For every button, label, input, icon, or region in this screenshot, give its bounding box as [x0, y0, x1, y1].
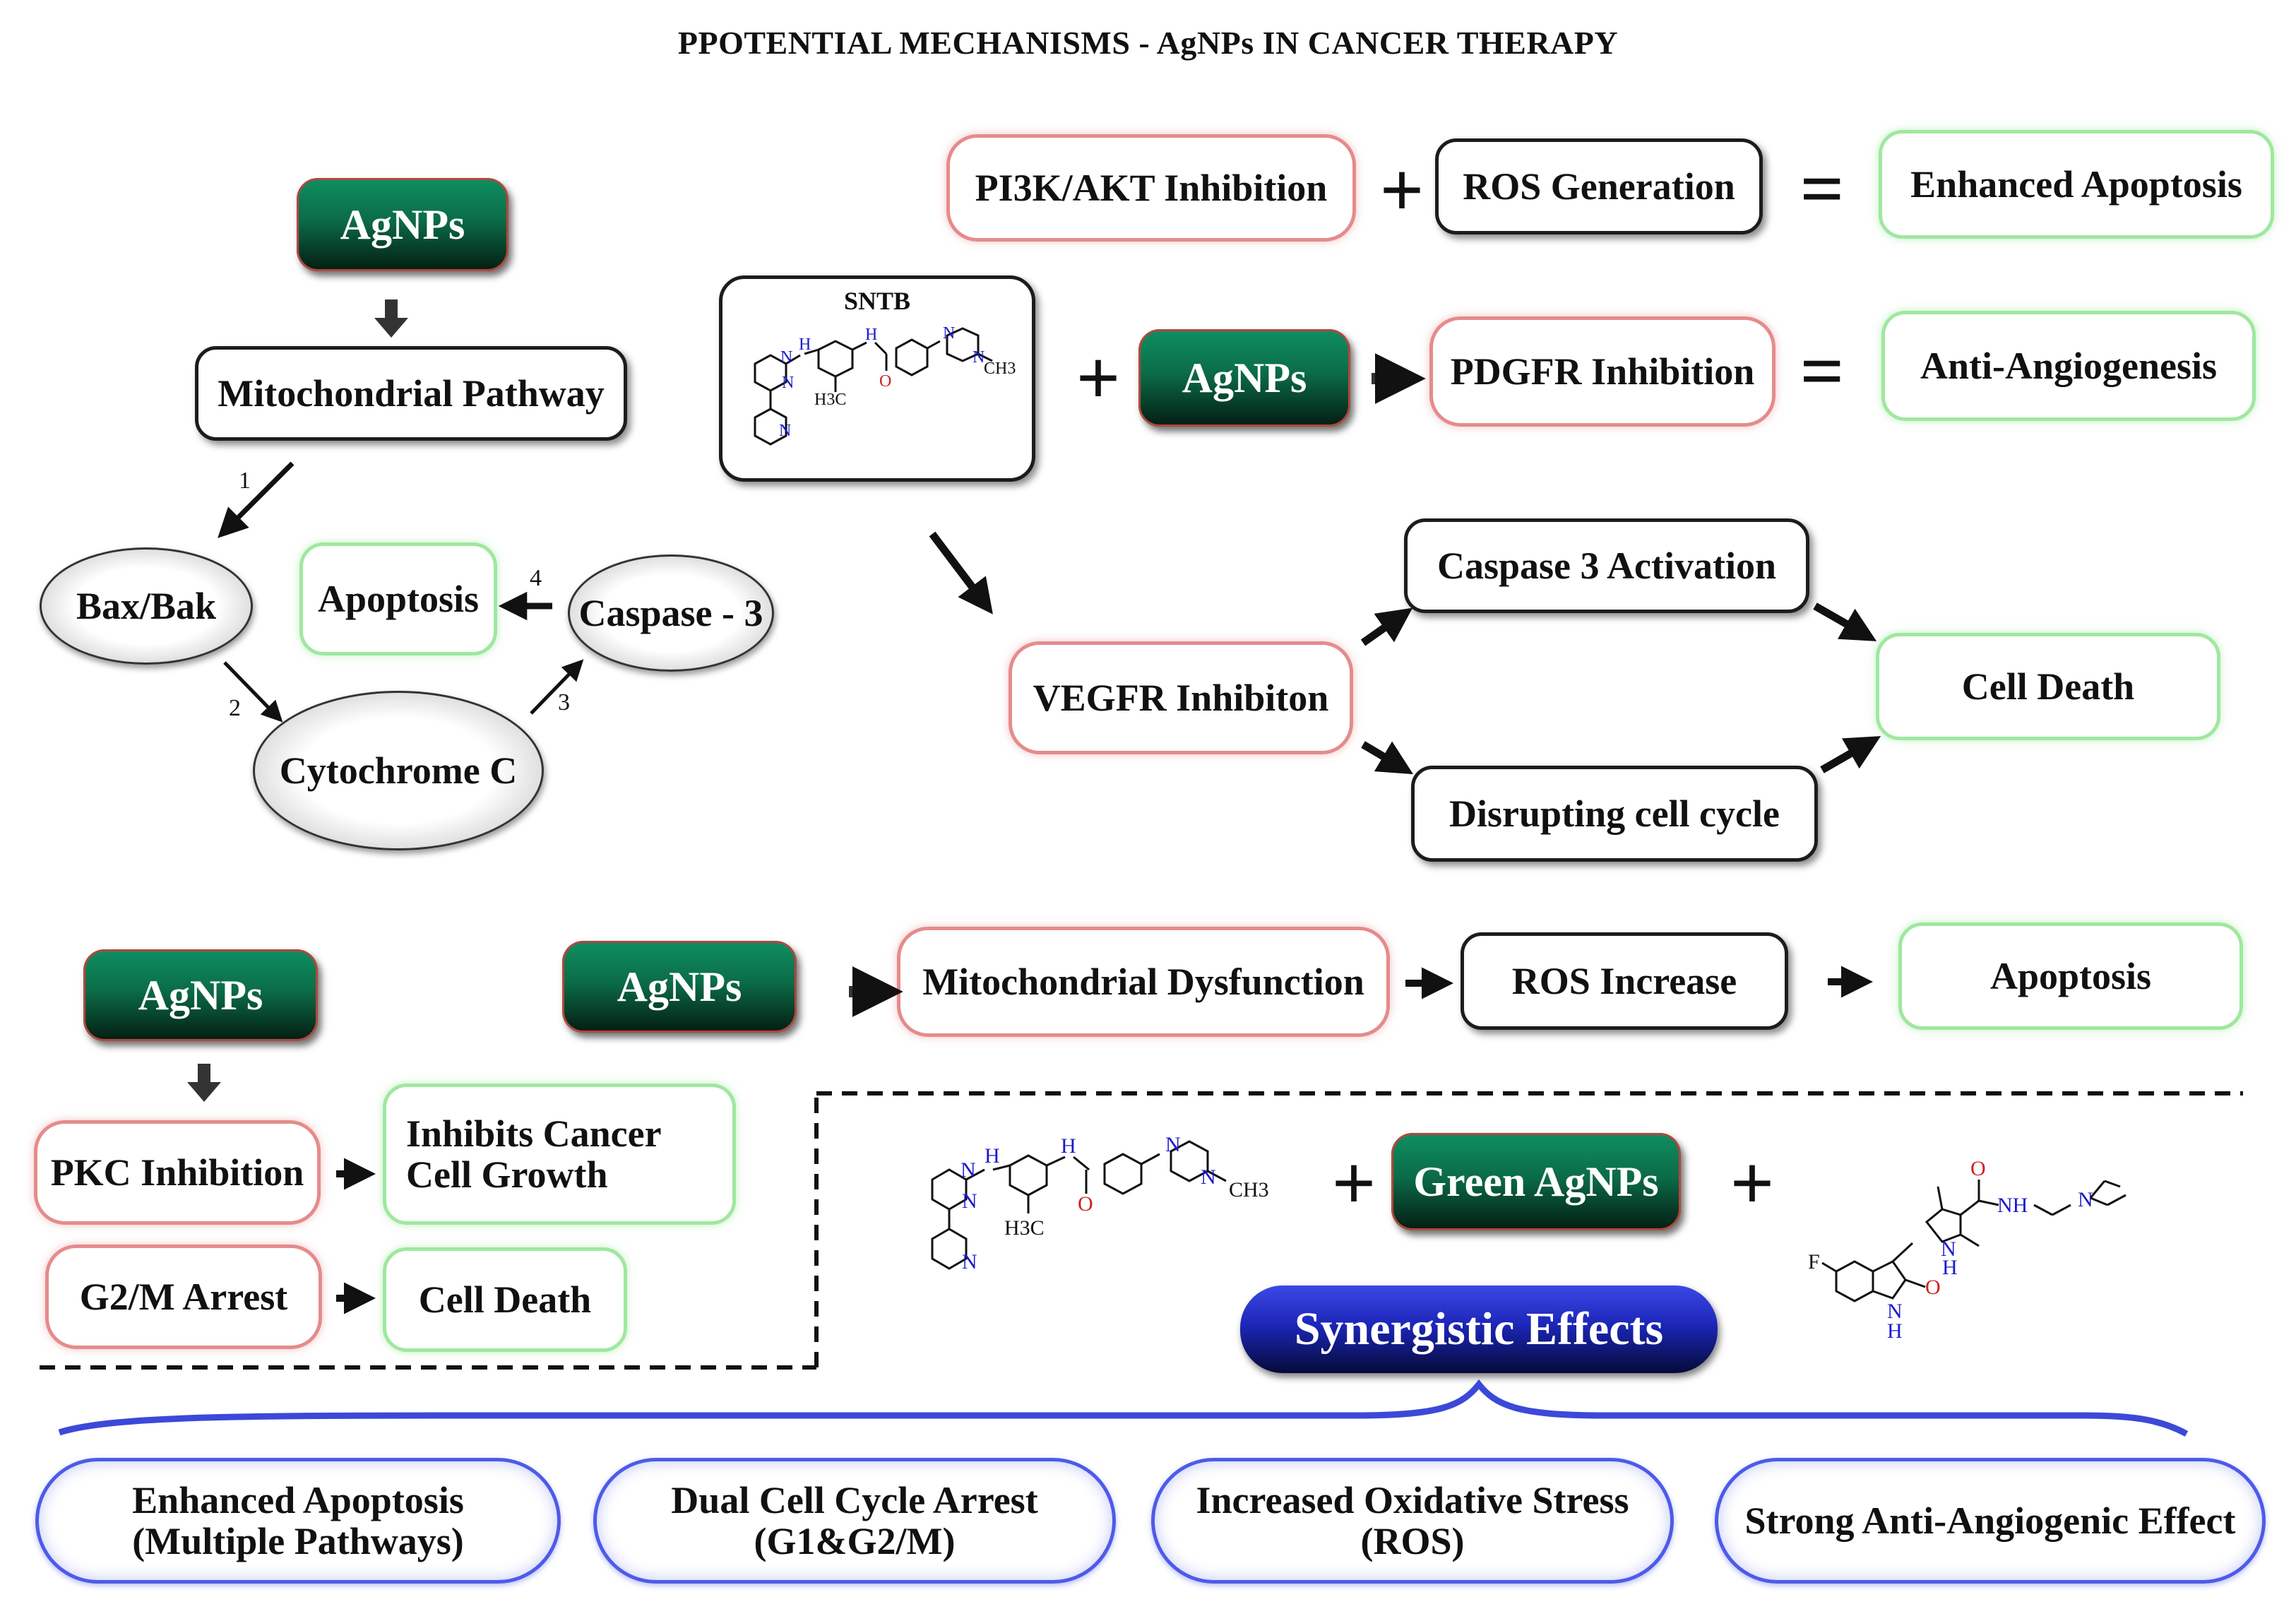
effect-1-line-2: (Multiple Pathways)	[132, 1520, 464, 1562]
plus-sign-3: +	[1331, 1140, 1376, 1226]
effect-3-line-2: (ROS)	[1360, 1520, 1465, 1562]
effect-oval-1: Enhanced Apoptosis (Multiple Pathways)	[35, 1458, 561, 1584]
ros-increase-node: ROS Increase	[1461, 932, 1788, 1030]
cell-death-node-pkc: Cell Death	[383, 1247, 627, 1352]
svg-text:H3C: H3C	[814, 391, 846, 409]
caspase-3-node: Caspase - 3	[568, 554, 774, 672]
sunitinib-structure-icon: O NH N N H F O N H	[1808, 1157, 2127, 1343]
svg-text:NH: NH	[1997, 1194, 2028, 1217]
sntb-label: SNTB	[843, 287, 911, 315]
svg-text:N: N	[1201, 1165, 1216, 1189]
svg-text:F: F	[1808, 1250, 1820, 1273]
svg-text:O: O	[879, 372, 891, 391]
svg-text:H: H	[1061, 1134, 1076, 1158]
brace-icon	[58, 1379, 2189, 1437]
svg-text:N: N	[2078, 1188, 2093, 1211]
effect-3-line-1: Increased Oxidative Stress	[1196, 1478, 1629, 1521]
page-title: PPOTENTIAL MECHANISMS - AgNPs IN CANCER …	[677, 25, 1619, 61]
agnps-node-mito: AgNPs	[562, 941, 797, 1033]
anti-angiogenesis-node: Anti-Angiogenesis	[1881, 311, 2256, 421]
effect-2-line-2: (G1&G2/M)	[754, 1520, 956, 1562]
disrupting-cell-cycle-node: Disrupting cell cycle	[1411, 766, 1818, 862]
bax-bak-node: Bax/Bak	[40, 547, 253, 665]
svg-text:N: N	[1887, 1300, 1903, 1323]
svg-text:CH3: CH3	[1229, 1178, 1269, 1201]
g2m-arrest-node: G2/M Arrest	[45, 1245, 322, 1349]
svg-text:H: H	[799, 336, 811, 354]
svg-text:CH3: CH3	[984, 360, 1016, 378]
svg-text:H: H	[1887, 1319, 1903, 1343]
plus-sign-1: +	[1379, 147, 1424, 233]
caspase-3-activation-node: Caspase 3 Activation	[1404, 518, 1809, 613]
agnps-node-pkc: AgNPs	[83, 949, 318, 1041]
svg-text:O: O	[1970, 1157, 1986, 1180]
effect-1-line-1: Enhanced Apoptosis	[132, 1478, 464, 1521]
effect-oval-2: Dual Cell Cycle Arrest (G1&G2/M)	[593, 1458, 1116, 1584]
mitochondrial-dysfunction-node: Mitochondrial Dysfunction	[897, 927, 1390, 1037]
effect-oval-4: Strong Anti-Angiogenic Effect	[1715, 1458, 2266, 1584]
apoptosis-node-left: Apoptosis	[299, 542, 497, 655]
green-agnps-node: Green AgNPs	[1391, 1133, 1681, 1230]
svg-text:O: O	[1925, 1276, 1941, 1299]
svg-text:N: N	[943, 324, 955, 343]
svg-text:N: N	[1165, 1133, 1181, 1156]
svg-text:N: N	[962, 1189, 977, 1213]
step-3-label: 3	[558, 689, 570, 716]
inhibits-growth-line-1: Inhibits Cancer	[406, 1112, 662, 1155]
svg-text:N: N	[1941, 1237, 1956, 1261]
effect-2-line-1: Dual Cell Cycle Arrest	[671, 1478, 1038, 1521]
effect-4-line-1: Strong Anti-Angiogenic Effect	[1744, 1499, 2236, 1542]
enhanced-apoptosis-node: Enhanced Apoptosis	[1879, 130, 2274, 239]
vegfr-inhibition-node: VEGFR Inhibiton	[1009, 641, 1353, 754]
plus-sign-2: +	[1076, 335, 1121, 421]
svg-text:N: N	[972, 348, 985, 367]
mitochondrial-pathway-node: Mitochondrial Pathway	[195, 346, 627, 441]
inhibits-growth-line-2: Cell Growth	[406, 1153, 608, 1196]
pdgfr-inhibition-node: PDGFR Inhibition	[1429, 316, 1775, 427]
cytochrome-c-node: Cytochrome C	[253, 691, 544, 850]
cell-death-node-vegfr: Cell Death	[1876, 633, 2220, 740]
synergistic-effects-label: Synergistic Effects	[1240, 1286, 1718, 1373]
step-2-label: 2	[229, 695, 241, 721]
svg-text:H: H	[865, 326, 877, 344]
pkc-inhibition-node: PKC Inhibition	[34, 1120, 321, 1225]
svg-text:H: H	[1942, 1256, 1958, 1279]
agnps-node-sntb: AgNPs	[1138, 329, 1350, 427]
inhibits-cancer-growth-node: Inhibits Cancer Cell Growth	[383, 1083, 736, 1225]
down-arrow-icon	[187, 299, 408, 1102]
pi3k-akt-inhibition-node: PI3K/AKT Inhibition	[946, 134, 1356, 242]
svg-text:O: O	[1078, 1192, 1093, 1216]
svg-text:N: N	[782, 374, 794, 392]
step-4-label: 4	[530, 565, 542, 591]
agnps-node-top-left: AgNPs	[297, 178, 508, 271]
svg-text:H3C: H3C	[1004, 1216, 1045, 1240]
svg-text:N: N	[779, 422, 791, 440]
svg-text:N: N	[960, 1158, 976, 1182]
equals-sign-1: =	[1800, 146, 1845, 232]
svg-text:H: H	[985, 1144, 1000, 1168]
ros-generation-node: ROS Generation	[1435, 138, 1763, 234]
step-1-label: 1	[239, 468, 251, 494]
apoptosis-node-mito: Apoptosis	[1898, 922, 2243, 1030]
effect-oval-3: Increased Oxidative Stress (ROS)	[1151, 1458, 1674, 1584]
svg-text:N: N	[962, 1250, 977, 1273]
svg-text:N: N	[780, 348, 792, 367]
plus-sign-4: +	[1730, 1140, 1775, 1226]
equals-sign-2: =	[1800, 328, 1845, 414]
